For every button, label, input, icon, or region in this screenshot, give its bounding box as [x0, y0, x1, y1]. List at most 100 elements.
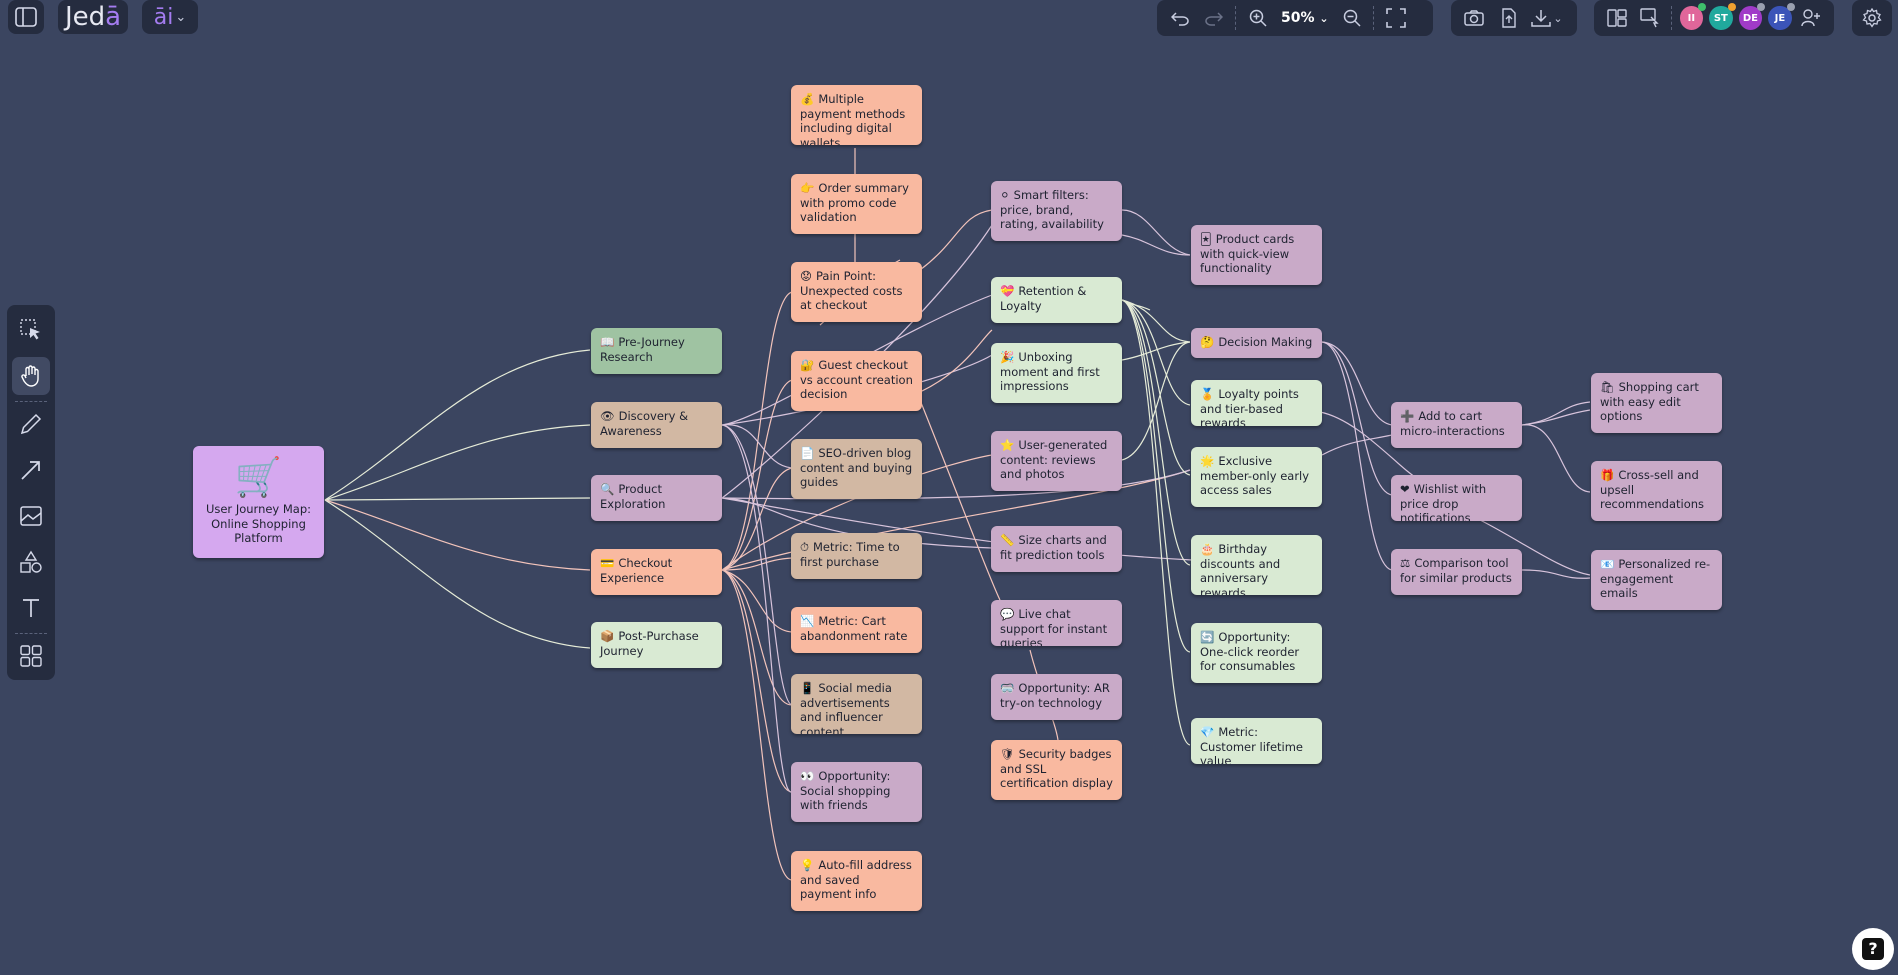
node-checkout[interactable]: 💳Checkout Experience [591, 549, 722, 595]
node-exclusive[interactable]: 🌟Exclusive member-only early access sale… [1191, 447, 1322, 507]
download-button[interactable]: ⌄ [1525, 3, 1569, 33]
redo-button[interactable] [1197, 3, 1231, 33]
thinking-face-icon: 🤔 [1200, 335, 1215, 349]
edge [324, 424, 591, 501]
node-discovery[interactable]: 👁Discovery & Awareness [591, 402, 722, 448]
node-text: Pain Point: Unexpected costs at checkout [800, 269, 903, 312]
edge [1321, 341, 1393, 571]
shapes-tool[interactable] [12, 543, 50, 581]
node-text: Loyalty points and tier-based rewards [1200, 387, 1299, 426]
node-social-media[interactable]: 📱Social media advertisements and influen… [791, 674, 922, 734]
node-text: Metric: Cart abandonment rate [800, 614, 908, 643]
zoom-in-button[interactable] [1241, 3, 1275, 33]
avatar-initials: JE [1774, 12, 1786, 24]
node-clv[interactable]: 💎Metric: Customer lifetime value [1191, 718, 1322, 764]
grid-tool[interactable] [12, 637, 50, 675]
node-text: Discovery & Awareness [600, 409, 689, 438]
avatar[interactable]: DE [1738, 3, 1766, 30]
node-unboxing[interactable]: 🎉Unboxing moment and first impressions [991, 343, 1122, 403]
avatar[interactable]: JE [1768, 3, 1795, 30]
text-tool[interactable] [12, 589, 50, 627]
node-reorder[interactable]: 🔄Opportunity: One-click reorder for cons… [1191, 623, 1322, 683]
fit-screen-button[interactable] [1379, 3, 1413, 33]
screenshot-button[interactable] [1457, 3, 1491, 33]
chevron-down-icon: ⌄ [175, 9, 187, 25]
sidebar-toggle-button[interactable] [8, 0, 44, 34]
node-text: Opportunity: AR try-on technology [1000, 681, 1110, 710]
node-product-cards[interactable]: 🃏Product cards with quick-view functiona… [1191, 225, 1322, 285]
ruler-icon: 📏 [1000, 533, 1015, 547]
avatar[interactable]: ST [1709, 3, 1736, 30]
zoom-level[interactable]: 50% ⌄ [1275, 10, 1335, 26]
node-decision-making[interactable]: 🤔Decision Making [1191, 328, 1322, 358]
node-live-chat[interactable]: 💬Live chat support for instant queries [991, 600, 1122, 646]
node-shopping-cart[interactable]: 🛍Shopping cart with easy edit options [1591, 373, 1722, 433]
node-ugc[interactable]: ⭐User-generated content: reviews and pho… [991, 431, 1122, 491]
node-wishlist[interactable]: ❤Wishlist with price drop notifications [1391, 475, 1522, 521]
divider [1670, 6, 1673, 30]
edge [1521, 401, 1591, 426]
node-smart-filters[interactable]: ⚪Smart filters: price, brand, rating, av… [991, 181, 1122, 241]
download-icon [1531, 10, 1552, 27]
node-text: Exclusive member-only early access sales [1200, 454, 1310, 497]
pen-tool[interactable] [12, 405, 50, 443]
node-social-shopping[interactable]: 👀Opportunity: Social shopping with frien… [791, 762, 922, 822]
layout-button[interactable] [1600, 3, 1633, 33]
edge [1479, 519, 1591, 576]
edge [1521, 569, 1591, 579]
node-text: User-generated content: reviews and phot… [1000, 438, 1108, 481]
root-node[interactable]: 🛒 User Journey Map: Online Shopping Plat… [193, 446, 324, 558]
node-add-to-cart[interactable]: ➕Add to cart micro-interactions [1391, 402, 1522, 448]
help-button[interactable]: ? [1852, 928, 1894, 970]
ai-label: āi [153, 4, 174, 30]
node-auto-fill[interactable]: 💡Auto-fill address and saved payment inf… [791, 851, 922, 911]
node-reengagement[interactable]: 📧Personalized re-engagement emails [1591, 550, 1722, 610]
node-birthday[interactable]: 🎂Birthday discounts and anniversary rewa… [1191, 535, 1322, 595]
node-guest-checkout[interactable]: 🔐Guest checkout vs account creation deci… [791, 351, 922, 411]
node-product-exploration[interactable]: 🔍Product Exploration [591, 475, 722, 521]
image-tool[interactable] [12, 497, 50, 535]
share-button[interactable] [1491, 3, 1525, 33]
node-multiple-payment[interactable]: 💰Multiple payment methods including digi… [791, 85, 922, 145]
divider [15, 401, 47, 402]
edge [721, 424, 793, 793]
edge [721, 291, 793, 571]
ai-menu-button[interactable]: āi⌄ [142, 0, 198, 34]
edge [721, 569, 793, 793]
avatar[interactable]: II [1679, 3, 1707, 30]
zoom-out-button[interactable] [1335, 3, 1369, 33]
arrow-tool[interactable] [12, 451, 50, 489]
node-time-to-purchase[interactable]: ⏱Metric: Time to first purchase [791, 533, 922, 579]
add-user-button[interactable] [1795, 3, 1828, 33]
settings-button[interactable] [1852, 0, 1892, 36]
edge [1521, 409, 1591, 426]
party-popper-icon: 🎉 [1000, 350, 1015, 364]
node-ar-tryon[interactable]: 🥽Opportunity: AR try-on technology [991, 674, 1122, 720]
present-icon [1640, 8, 1659, 28]
node-cart-abandonment[interactable]: 📉Metric: Cart abandonment rate [791, 607, 922, 653]
node-size-charts[interactable]: 📏Size charts and fit prediction tools [991, 526, 1122, 572]
edge [1121, 234, 1191, 256]
node-order-summary[interactable]: 👉Order summary with promo code validatio… [791, 174, 922, 234]
select-tool[interactable] [12, 311, 50, 349]
present-button[interactable] [1633, 3, 1666, 33]
node-post-purchase[interactable]: 📦Post-Purchase Journey [591, 622, 722, 668]
node-retention[interactable]: 💝Retention & Loyalty [991, 277, 1122, 323]
undo-button[interactable] [1163, 3, 1197, 33]
node-cross-sell[interactable]: 🎁Cross-sell and upsell recommendations [1591, 461, 1722, 521]
node-seo[interactable]: 📄SEO-driven blog content and buying guid… [791, 439, 922, 499]
avatar-initials: II [1687, 12, 1696, 24]
hand-tool[interactable] [12, 357, 50, 395]
node-pre-journey[interactable]: 📖Pre-Journey Research [591, 328, 722, 374]
node-loyalty-points[interactable]: 🏅Loyalty points and tier-based rewards [1191, 380, 1322, 426]
node-security-badges[interactable]: 🛡Security badges and SSL certification d… [991, 740, 1122, 800]
edge [1321, 341, 1393, 496]
node-pain-point[interactable]: 😟Pain Point: Unexpected costs at checkou… [791, 262, 922, 322]
package-icon: 📦 [600, 629, 615, 643]
heart-icon: ❤ [1400, 482, 1410, 496]
node-comparison[interactable]: ⚖Comparison tool for similar products [1391, 549, 1522, 595]
node-text: Product cards with quick-view functional… [1200, 232, 1295, 275]
node-text: Smart filters: price, brand, rating, ava… [1000, 188, 1104, 231]
